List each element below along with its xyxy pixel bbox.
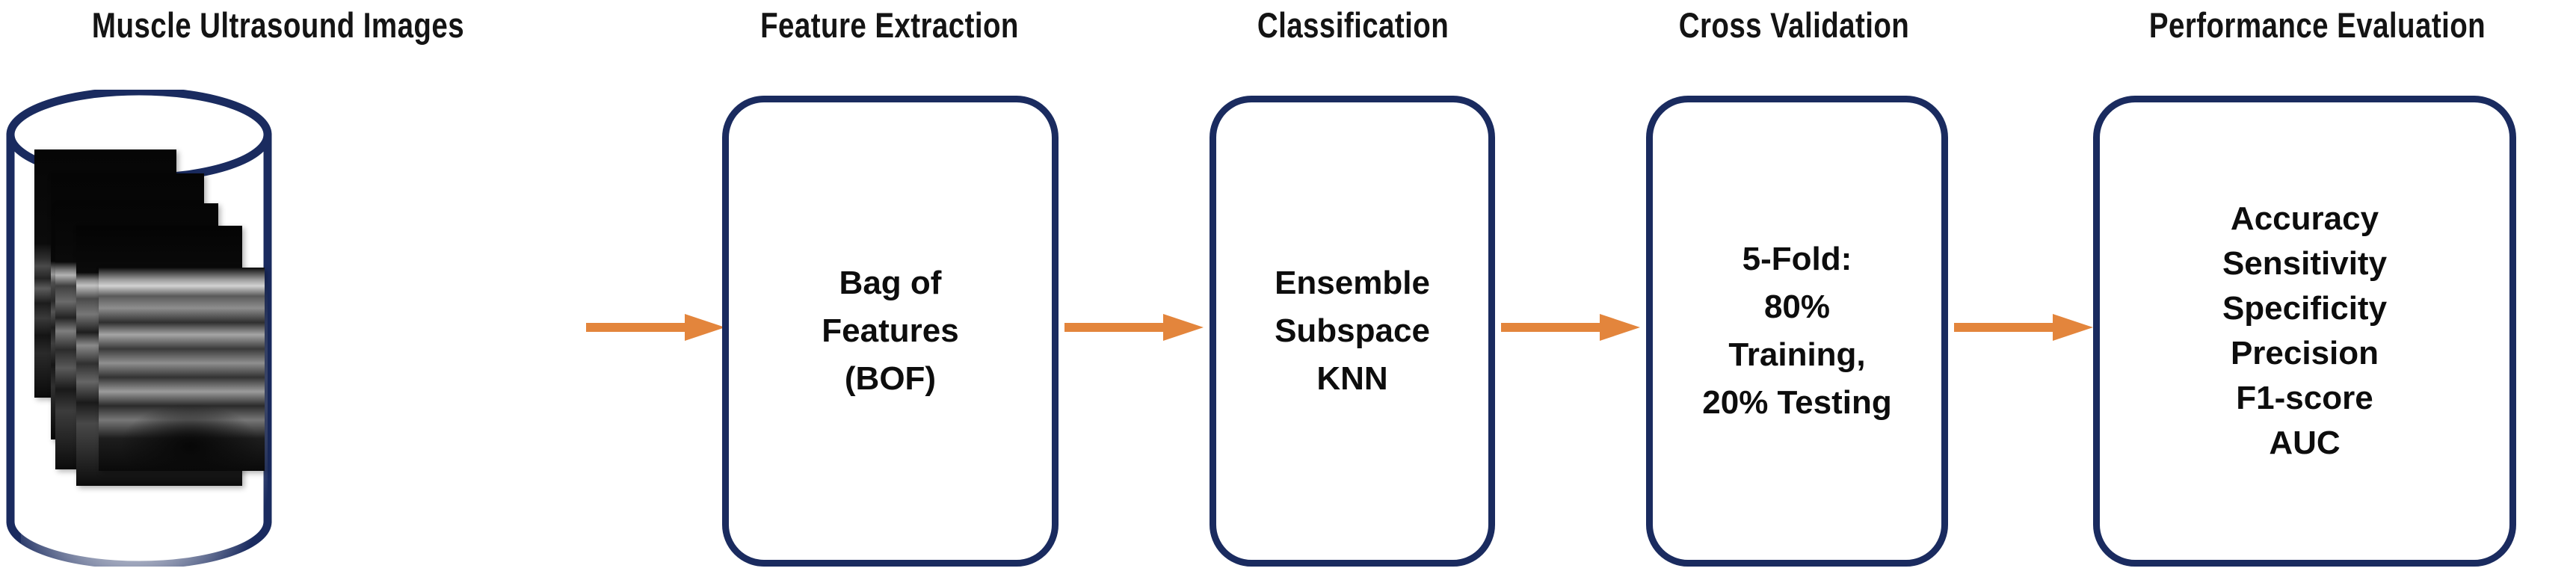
metric-line: AUC [2269, 425, 2341, 461]
stage-heading-feature-extraction: Feature Extraction [760, 5, 1019, 45]
process-line: Training, [1728, 336, 1866, 373]
stage-heading-cross-validation: Cross Validation [1678, 5, 1910, 45]
process-line: Ensemble [1275, 265, 1430, 301]
process-line: Bag of [839, 265, 942, 301]
metric-line: Accuracy [2230, 200, 2379, 237]
process-line: 80% [1763, 289, 1831, 325]
process-line: Features [822, 312, 959, 349]
arrow-3 [1501, 314, 1640, 341]
stage-heading-performance-evaluation: Performance Evaluation [2148, 5, 2486, 45]
ultrasound-image-stack [6, 90, 272, 567]
process-box-classification-text: Ensemble Subspace KNN [1267, 259, 1438, 403]
process-box-feature-extraction-text: Bag of Features (BOF) [814, 259, 966, 403]
process-line: 5-Fold: [1742, 241, 1852, 277]
process-box-classification: Ensemble Subspace KNN [1210, 96, 1495, 567]
process-box-cross-validation: 5-Fold: 80% Training, 20% Testing [1646, 96, 1948, 567]
metric-line: F1-score [2236, 380, 2373, 416]
arrow-1 [586, 314, 725, 341]
metric-line: Specificity [2222, 290, 2388, 327]
ultrasound-database-cylinder [6, 90, 272, 583]
process-box-performance-evaluation: Accuracy Sensitivity Specificity Precisi… [2093, 96, 2516, 567]
arrow-2 [1064, 314, 1204, 341]
metric-line: Sensitivity [2222, 245, 2388, 282]
process-line: KNN [1316, 360, 1388, 397]
process-box-performance-evaluation-text: Accuracy Sensitivity Specificity Precisi… [2215, 197, 2394, 466]
metric-line: Precision [2230, 335, 2379, 371]
process-line: (BOF) [844, 360, 937, 397]
process-line: Subspace [1275, 312, 1430, 349]
ultrasound-image [99, 268, 265, 471]
stage-heading-classification: Classification [1257, 5, 1449, 45]
arrow-4 [1954, 314, 2093, 341]
stage-heading-data-source: Muscle Ultrasound Images [91, 5, 465, 45]
process-box-cross-validation-text: 5-Fold: 80% Training, 20% Testing [1695, 235, 1899, 427]
process-line: 20% Testing [1702, 384, 1892, 421]
process-box-feature-extraction: Bag of Features (BOF) [722, 96, 1059, 567]
